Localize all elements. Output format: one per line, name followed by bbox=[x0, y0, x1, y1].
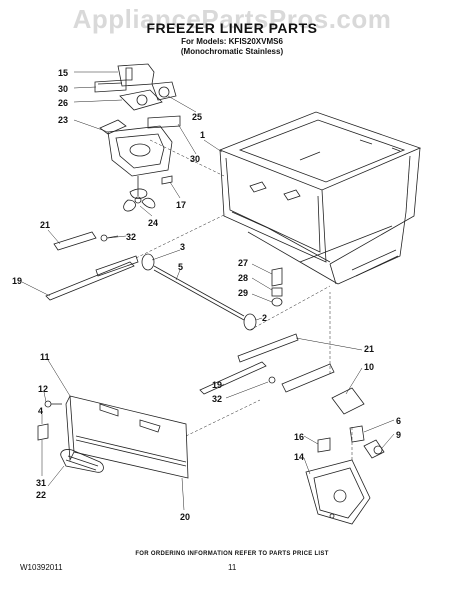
callout-26: 26 bbox=[58, 98, 68, 108]
callout-22: 22 bbox=[36, 490, 46, 500]
left-slide-assembly bbox=[45, 231, 139, 301]
watermark: AppliancePartsPros.com bbox=[72, 4, 392, 34]
fan-motor-assembly bbox=[94, 63, 181, 212]
page-title: FREEZER LINER PARTS bbox=[146, 20, 318, 36]
callout-32-right: 32 bbox=[212, 394, 222, 404]
callout-5: 5 bbox=[178, 262, 183, 272]
callout-6: 6 bbox=[396, 416, 401, 426]
panel-10 bbox=[331, 387, 365, 415]
callout-9: 9 bbox=[396, 430, 401, 440]
callout-32-left: 32 bbox=[126, 232, 136, 242]
assembly-dash-lines bbox=[135, 139, 353, 460]
ordering-note: FOR ORDERING INFORMATION REFER TO PARTS … bbox=[135, 551, 329, 557]
callout-28: 28 bbox=[238, 273, 248, 283]
callout-25: 25 bbox=[192, 112, 202, 122]
callout-16: 16 bbox=[294, 432, 304, 442]
callout-11: 11 bbox=[40, 352, 50, 362]
callout-12: 12 bbox=[38, 384, 48, 394]
callout-15: 15 bbox=[58, 68, 68, 78]
callout-21-left: 21 bbox=[40, 220, 50, 230]
page-number: 11 bbox=[228, 563, 237, 572]
callout-17: 17 bbox=[176, 200, 186, 210]
front-panel-assembly bbox=[37, 395, 189, 479]
callout-30-lower: 30 bbox=[190, 154, 200, 164]
callout-3: 3 bbox=[180, 242, 185, 252]
document-number: W10392011 bbox=[20, 563, 63, 572]
callout-20: 20 bbox=[180, 512, 190, 522]
callout-31: 31 bbox=[36, 478, 46, 488]
callout-14: 14 bbox=[294, 452, 304, 462]
model-line: For Models: KFIS20XVMS6 bbox=[181, 37, 283, 46]
callout-labels: 15 30 26 23 25 1 30 17 24 21 32 3 5 19 2… bbox=[12, 68, 401, 522]
callout-10: 10 bbox=[364, 362, 374, 372]
callout-19-left: 19 bbox=[12, 276, 22, 286]
callout-1: 1 bbox=[200, 130, 205, 140]
callout-2: 2 bbox=[262, 313, 267, 323]
damper-and-tray bbox=[305, 425, 385, 525]
right-slide-assembly bbox=[199, 333, 335, 395]
callout-29: 29 bbox=[238, 288, 248, 298]
variant-line: (Monochromatic Stainless) bbox=[180, 47, 284, 56]
callout-4: 4 bbox=[38, 406, 43, 416]
leader-lines bbox=[21, 71, 395, 511]
callout-30-top: 30 bbox=[58, 84, 68, 94]
damper-small-parts bbox=[271, 267, 283, 307]
callout-27: 27 bbox=[238, 258, 248, 268]
callout-23: 23 bbox=[58, 115, 68, 125]
freezer-liner bbox=[218, 111, 422, 285]
callout-21-right: 21 bbox=[364, 344, 374, 354]
callout-24: 24 bbox=[148, 218, 158, 228]
callout-19-right: 19 bbox=[212, 380, 222, 390]
